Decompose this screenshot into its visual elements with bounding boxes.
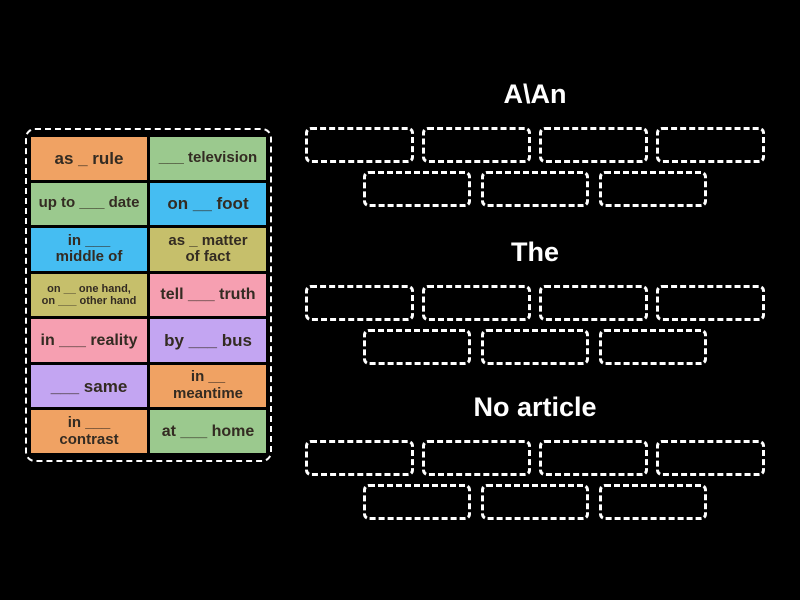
drop-zone[interactable]: [363, 329, 471, 365]
zone-row: [303, 484, 767, 520]
tile[interactable]: as _ rule: [31, 137, 147, 180]
drop-zone[interactable]: [305, 440, 414, 476]
drop-zone[interactable]: [363, 171, 471, 207]
tile[interactable]: ___ television: [150, 137, 266, 180]
drop-zone[interactable]: [656, 285, 765, 321]
drop-zone[interactable]: [305, 285, 414, 321]
tile-grid: as _ rule ___ television up to ___ date …: [31, 137, 266, 453]
zone-row: [303, 127, 767, 163]
drop-zone[interactable]: [363, 484, 471, 520]
tile[interactable]: up to ___ date: [31, 182, 147, 226]
tile[interactable]: at ___ home: [150, 410, 266, 453]
tile[interactable]: ___ same: [31, 364, 147, 408]
drop-zone[interactable]: [422, 440, 531, 476]
zone-row: [303, 440, 767, 476]
drop-zone[interactable]: [656, 127, 765, 163]
drop-zone[interactable]: [599, 329, 707, 365]
zone-row: [303, 285, 767, 321]
tile[interactable]: by ___ bus: [150, 319, 266, 362]
tile[interactable]: in __ meantime: [150, 364, 266, 408]
category-the: The: [303, 236, 767, 365]
category-a-an: A\An: [303, 78, 767, 207]
tile[interactable]: in ___ middle of: [31, 228, 147, 271]
drop-zone[interactable]: [481, 329, 589, 365]
drop-zone[interactable]: [599, 484, 707, 520]
drop-zone[interactable]: [422, 127, 531, 163]
category-title: A\An: [503, 79, 567, 109]
drop-zone[interactable]: [481, 171, 589, 207]
drop-zone[interactable]: [599, 171, 707, 207]
zone-row: [303, 171, 767, 207]
zone-row: [303, 329, 767, 365]
tile[interactable]: on __ one hand, on ___ other hand: [31, 273, 147, 317]
tile[interactable]: on __ foot: [150, 182, 266, 226]
category-title: The: [510, 237, 559, 267]
category-title: No article: [473, 392, 597, 422]
category-no-article: No article: [303, 391, 767, 520]
tile[interactable]: in ___ contrast: [31, 410, 147, 453]
drop-zone[interactable]: [481, 484, 589, 520]
tile-holder: as _ rule ___ television up to ___ date …: [25, 128, 272, 462]
tile[interactable]: as _ matter of fact: [150, 228, 266, 271]
drop-zone[interactable]: [539, 127, 648, 163]
drop-zone[interactable]: [422, 285, 531, 321]
tile[interactable]: in ___ reality: [31, 319, 147, 362]
drop-zone[interactable]: [656, 440, 765, 476]
drop-zone[interactable]: [305, 127, 414, 163]
drop-zone[interactable]: [539, 285, 648, 321]
drop-zone[interactable]: [539, 440, 648, 476]
tile[interactable]: tell ___ truth: [150, 273, 266, 317]
